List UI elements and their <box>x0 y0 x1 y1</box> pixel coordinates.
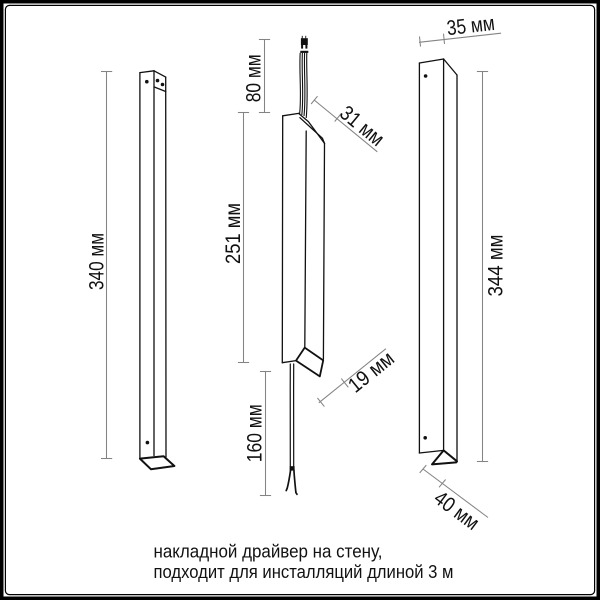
svg-text:подходит для инсталляций длино: подходит для инсталляций длиной 3 м <box>154 561 454 582</box>
svg-text:340 мм: 340 мм <box>85 233 108 290</box>
svg-text:160 мм: 160 мм <box>243 404 266 462</box>
svg-text:накладной драйвер на стену,: накладной драйвер на стену, <box>154 540 383 561</box>
svg-text:344 мм: 344 мм <box>484 235 507 297</box>
svg-text:80 мм: 80 мм <box>243 54 266 102</box>
svg-text:35 мм: 35 мм <box>446 12 496 40</box>
svg-text:251 мм: 251 мм <box>222 203 245 264</box>
